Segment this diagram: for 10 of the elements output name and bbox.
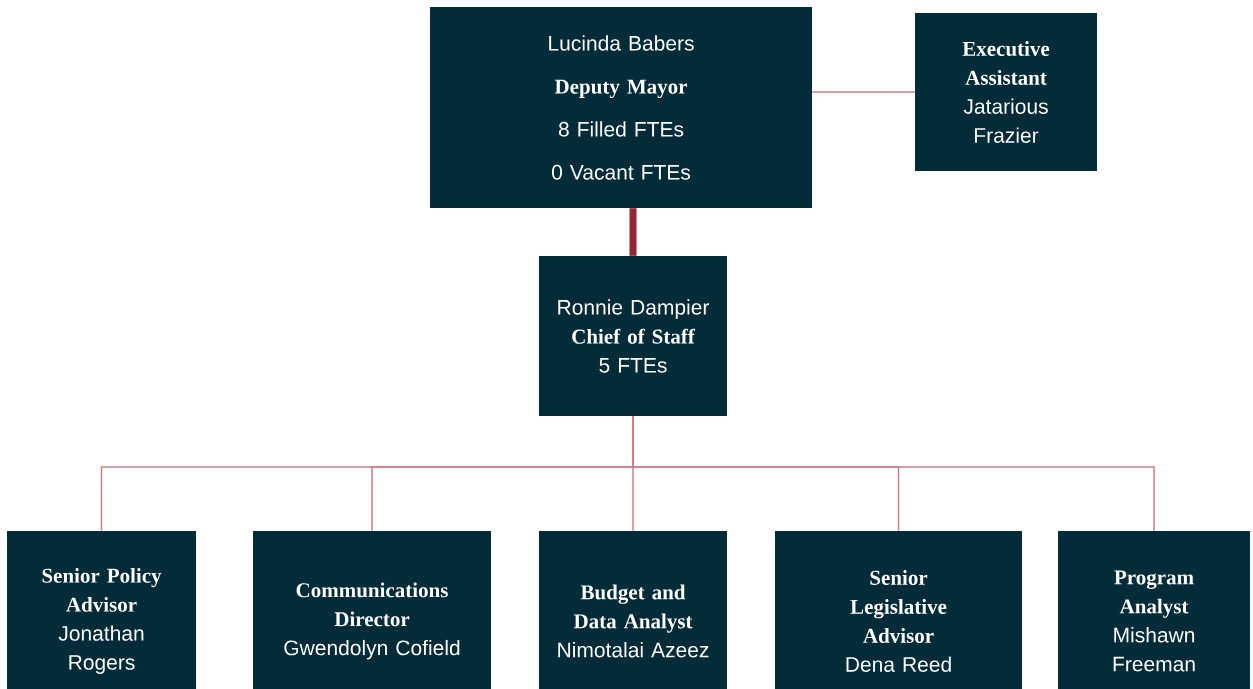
org-chart-box: Program Analyst Mishawn Freeman [1058, 531, 1250, 689]
org-chart-box: Senior Policy Advisor Jonathan Rogers [7, 531, 196, 689]
connector-line [811, 91, 916, 93]
org-chart-box: Communications Director Gwendolyn Cofield [253, 531, 491, 689]
connector-line [632, 415, 1155, 532]
org-chart-box: Senior Legislative Advisor Dena Reed [775, 531, 1022, 689]
org-chart-box: Budget and Data Analyst Nimotalai Azeez [539, 531, 727, 689]
org-chart-box: Ronnie Dampier Chief of Staff 5 FTEs [539, 256, 727, 416]
org-chart-box: Executive Assistant Jatarious Frazier [915, 13, 1097, 171]
org-chart-box: Lucinda Babers Deputy Mayor 8 Filled FTEs 0 Vacant FTEs [430, 7, 812, 208]
